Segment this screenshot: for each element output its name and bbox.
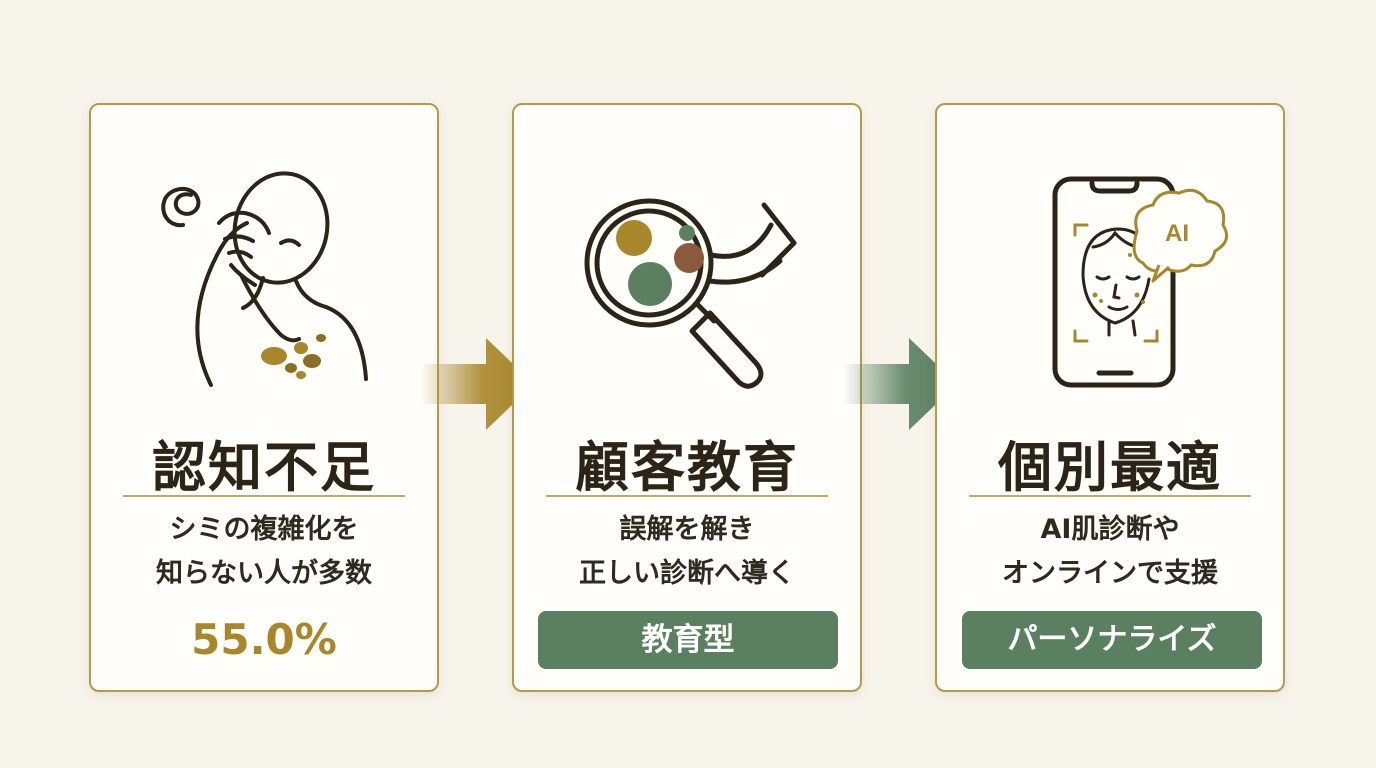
card-description: シミの複雑化を 知らない人が多数	[101, 508, 427, 596]
type-badge: 教育型	[538, 611, 838, 669]
desc-line: 誤解を解き	[619, 514, 755, 545]
arrow-right-icon	[420, 338, 534, 430]
card-title: 顧客教育	[575, 435, 799, 499]
confused-person-icon	[161, 171, 368, 387]
arrow-right-icon	[843, 338, 957, 430]
card-awareness: 認知不足 シミの複雑化を 知らない人が多数 55.0%	[89, 103, 439, 692]
divider	[546, 495, 828, 497]
stat-value: 55.0%	[191, 615, 337, 664]
card-personalized: AI 個別最適 AI肌診断や オンラインで支援 パーソナライズ	[935, 103, 1285, 692]
divider	[123, 495, 405, 497]
card-title: 個別最適	[998, 435, 1222, 499]
divider	[969, 495, 1251, 497]
ai-label: AI	[1165, 220, 1189, 247]
desc-line: 知らない人が多数	[156, 558, 372, 589]
desc-line: AI肌診断や	[1040, 514, 1180, 545]
type-badge: パーソナライズ	[962, 611, 1262, 669]
desc-line: 正しい診断へ導く	[579, 558, 795, 589]
desc-line: オンラインで支援	[1002, 558, 1218, 589]
card-education: 顧客教育 誤解を解き 正しい診断へ導く 教育型	[512, 103, 862, 692]
card-description: AI肌診断や オンラインで支援	[947, 508, 1273, 596]
smartphone-ai-icon: AI	[1052, 176, 1229, 388]
magnifier-icon	[584, 198, 797, 389]
desc-line: シミの複雑化を	[169, 514, 359, 545]
card-title: 認知不足	[152, 435, 376, 499]
card-description: 誤解を解き 正しい診断へ導く	[524, 508, 850, 596]
